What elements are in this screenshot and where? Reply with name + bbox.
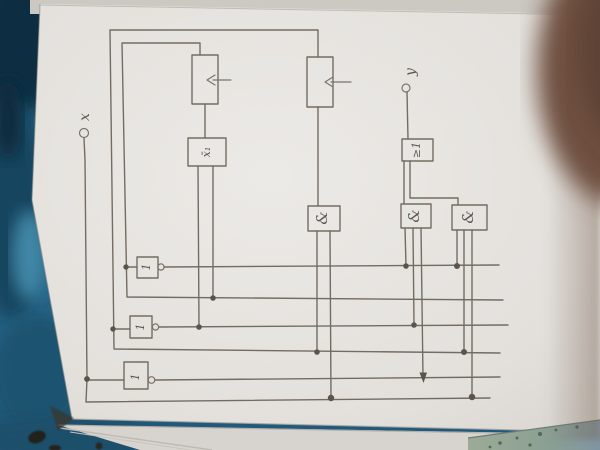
clock-arrow-icon-ff2 [324,76,352,88]
junction-arrow-blob [419,372,427,383]
bus-q2-not [158,324,509,328]
or-gate [401,138,434,162]
not-gate-2-label: 1 [134,324,147,331]
or-gate-label: ≥1 [410,142,423,158]
and-gate-1-label: & [313,211,331,224]
or-input-wire-2 [409,160,459,206]
not-gate-3-label: 1 [129,374,142,381]
and-gate-3 [451,204,488,231]
ff1-input-box-label: x̄₁ [200,147,213,158]
and-gate-2-label: & [405,209,423,222]
input-x-label: x [77,113,93,121]
and1-input-wire-b [329,230,332,399]
and2-input-wire-b [412,227,415,326]
feedback-wire-ff1 [121,42,504,301]
and2-input-wire-a [404,227,407,267]
clock-arrow-icon-ff1 [206,74,232,86]
junction-dots [84,263,476,402]
and-gate-2 [400,203,432,229]
and2-input-wire-c [420,227,424,378]
output-y-label: y [403,67,419,77]
and-gate-1 [307,205,341,232]
blurred-finger-object [537,0,600,440]
bus-x-not [154,376,501,381]
not-gate-3 [123,361,149,390]
labels: x y x̄₁ ≥1 & & & 1 1 1 [77,67,477,381]
output-y-wire [406,91,409,140]
ff1box-input-wire-a [197,165,200,328]
circuit-drawing: x y x̄₁ ≥1 & & & 1 1 1 [77,29,509,403]
output-terminal-circle [401,83,411,93]
bus-q1-not [163,264,500,268]
feedback-wire-ff2 [109,29,501,354]
ff1-input-box [187,137,227,167]
and-gate-3-label: & [459,210,477,223]
paper-stack-under-sheet [57,424,600,450]
dark-smudges [28,430,103,450]
not-gate-1-label: 1 [140,264,153,271]
